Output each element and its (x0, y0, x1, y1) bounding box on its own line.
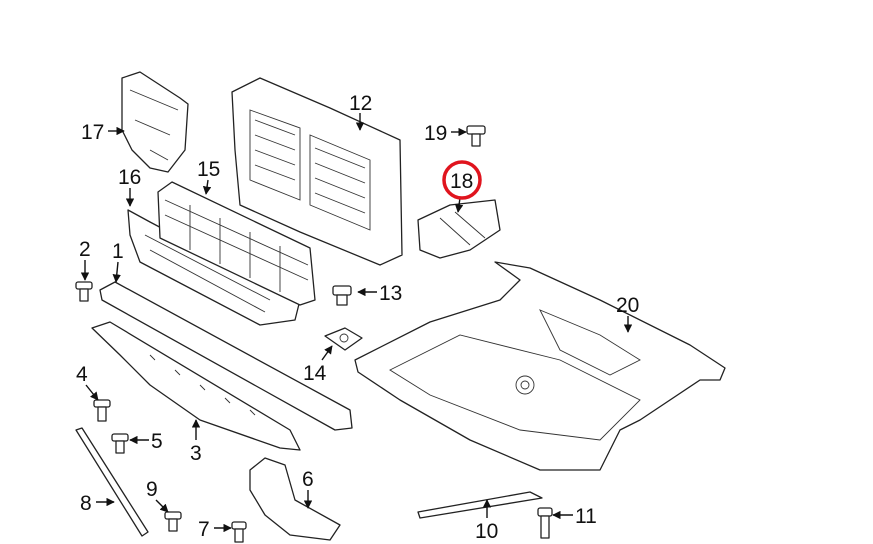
leader-lines (80, 113, 633, 533)
part-13-bolt (332, 285, 352, 306)
callout-5[interactable]: 5 (151, 430, 163, 453)
callout-14[interactable]: 14 (303, 362, 327, 385)
part-8-strut[interactable] (75, 427, 149, 537)
callout-20[interactable]: 20 (616, 294, 639, 317)
part-20-underbody-panel[interactable] (354, 261, 726, 471)
callout-9[interactable]: 9 (146, 478, 158, 501)
part-10-strut[interactable] (417, 491, 543, 519)
part-19-screw (466, 125, 486, 147)
callout-16[interactable]: 16 (118, 166, 141, 189)
callout-7[interactable]: 7 (198, 518, 210, 541)
callout-10[interactable]: 10 (475, 520, 498, 543)
callout-1[interactable]: 1 (112, 240, 124, 263)
callout-15[interactable]: 15 (197, 158, 220, 181)
callout-2[interactable]: 2 (79, 238, 91, 261)
part-4-screw (93, 399, 111, 422)
part-6-bracket[interactable] (249, 457, 341, 541)
callout-3[interactable]: 3 (190, 442, 202, 465)
callout-17[interactable]: 17 (81, 121, 104, 144)
part-9-clip (164, 511, 182, 532)
part-17-air-duct[interactable] (121, 71, 189, 173)
callout-12[interactable]: 12 (349, 92, 372, 115)
callout-6[interactable]: 6 (302, 468, 314, 491)
callout-4[interactable]: 4 (76, 363, 88, 386)
callout-13[interactable]: 13 (379, 282, 402, 305)
fasteners (75, 125, 553, 543)
part-2-screw (75, 281, 93, 302)
part-5-clip (111, 433, 129, 454)
callout-8[interactable]: 8 (80, 492, 92, 515)
callout-labels: 17 12 19 18 16 15 2 1 13 20 14 4 5 3 6 9… (76, 92, 639, 543)
highlight-ring-18 (442, 160, 482, 200)
callout-18[interactable]: 18 (450, 170, 473, 193)
part-7-screw (231, 521, 247, 543)
callout-19[interactable]: 19 (424, 122, 447, 145)
part-15-air-guide[interactable] (157, 181, 316, 306)
part-3-deflector[interactable] (91, 321, 301, 451)
part-11-bolt (537, 507, 553, 539)
callout-11[interactable]: 11 (575, 505, 597, 528)
part-14-nut (324, 327, 363, 351)
